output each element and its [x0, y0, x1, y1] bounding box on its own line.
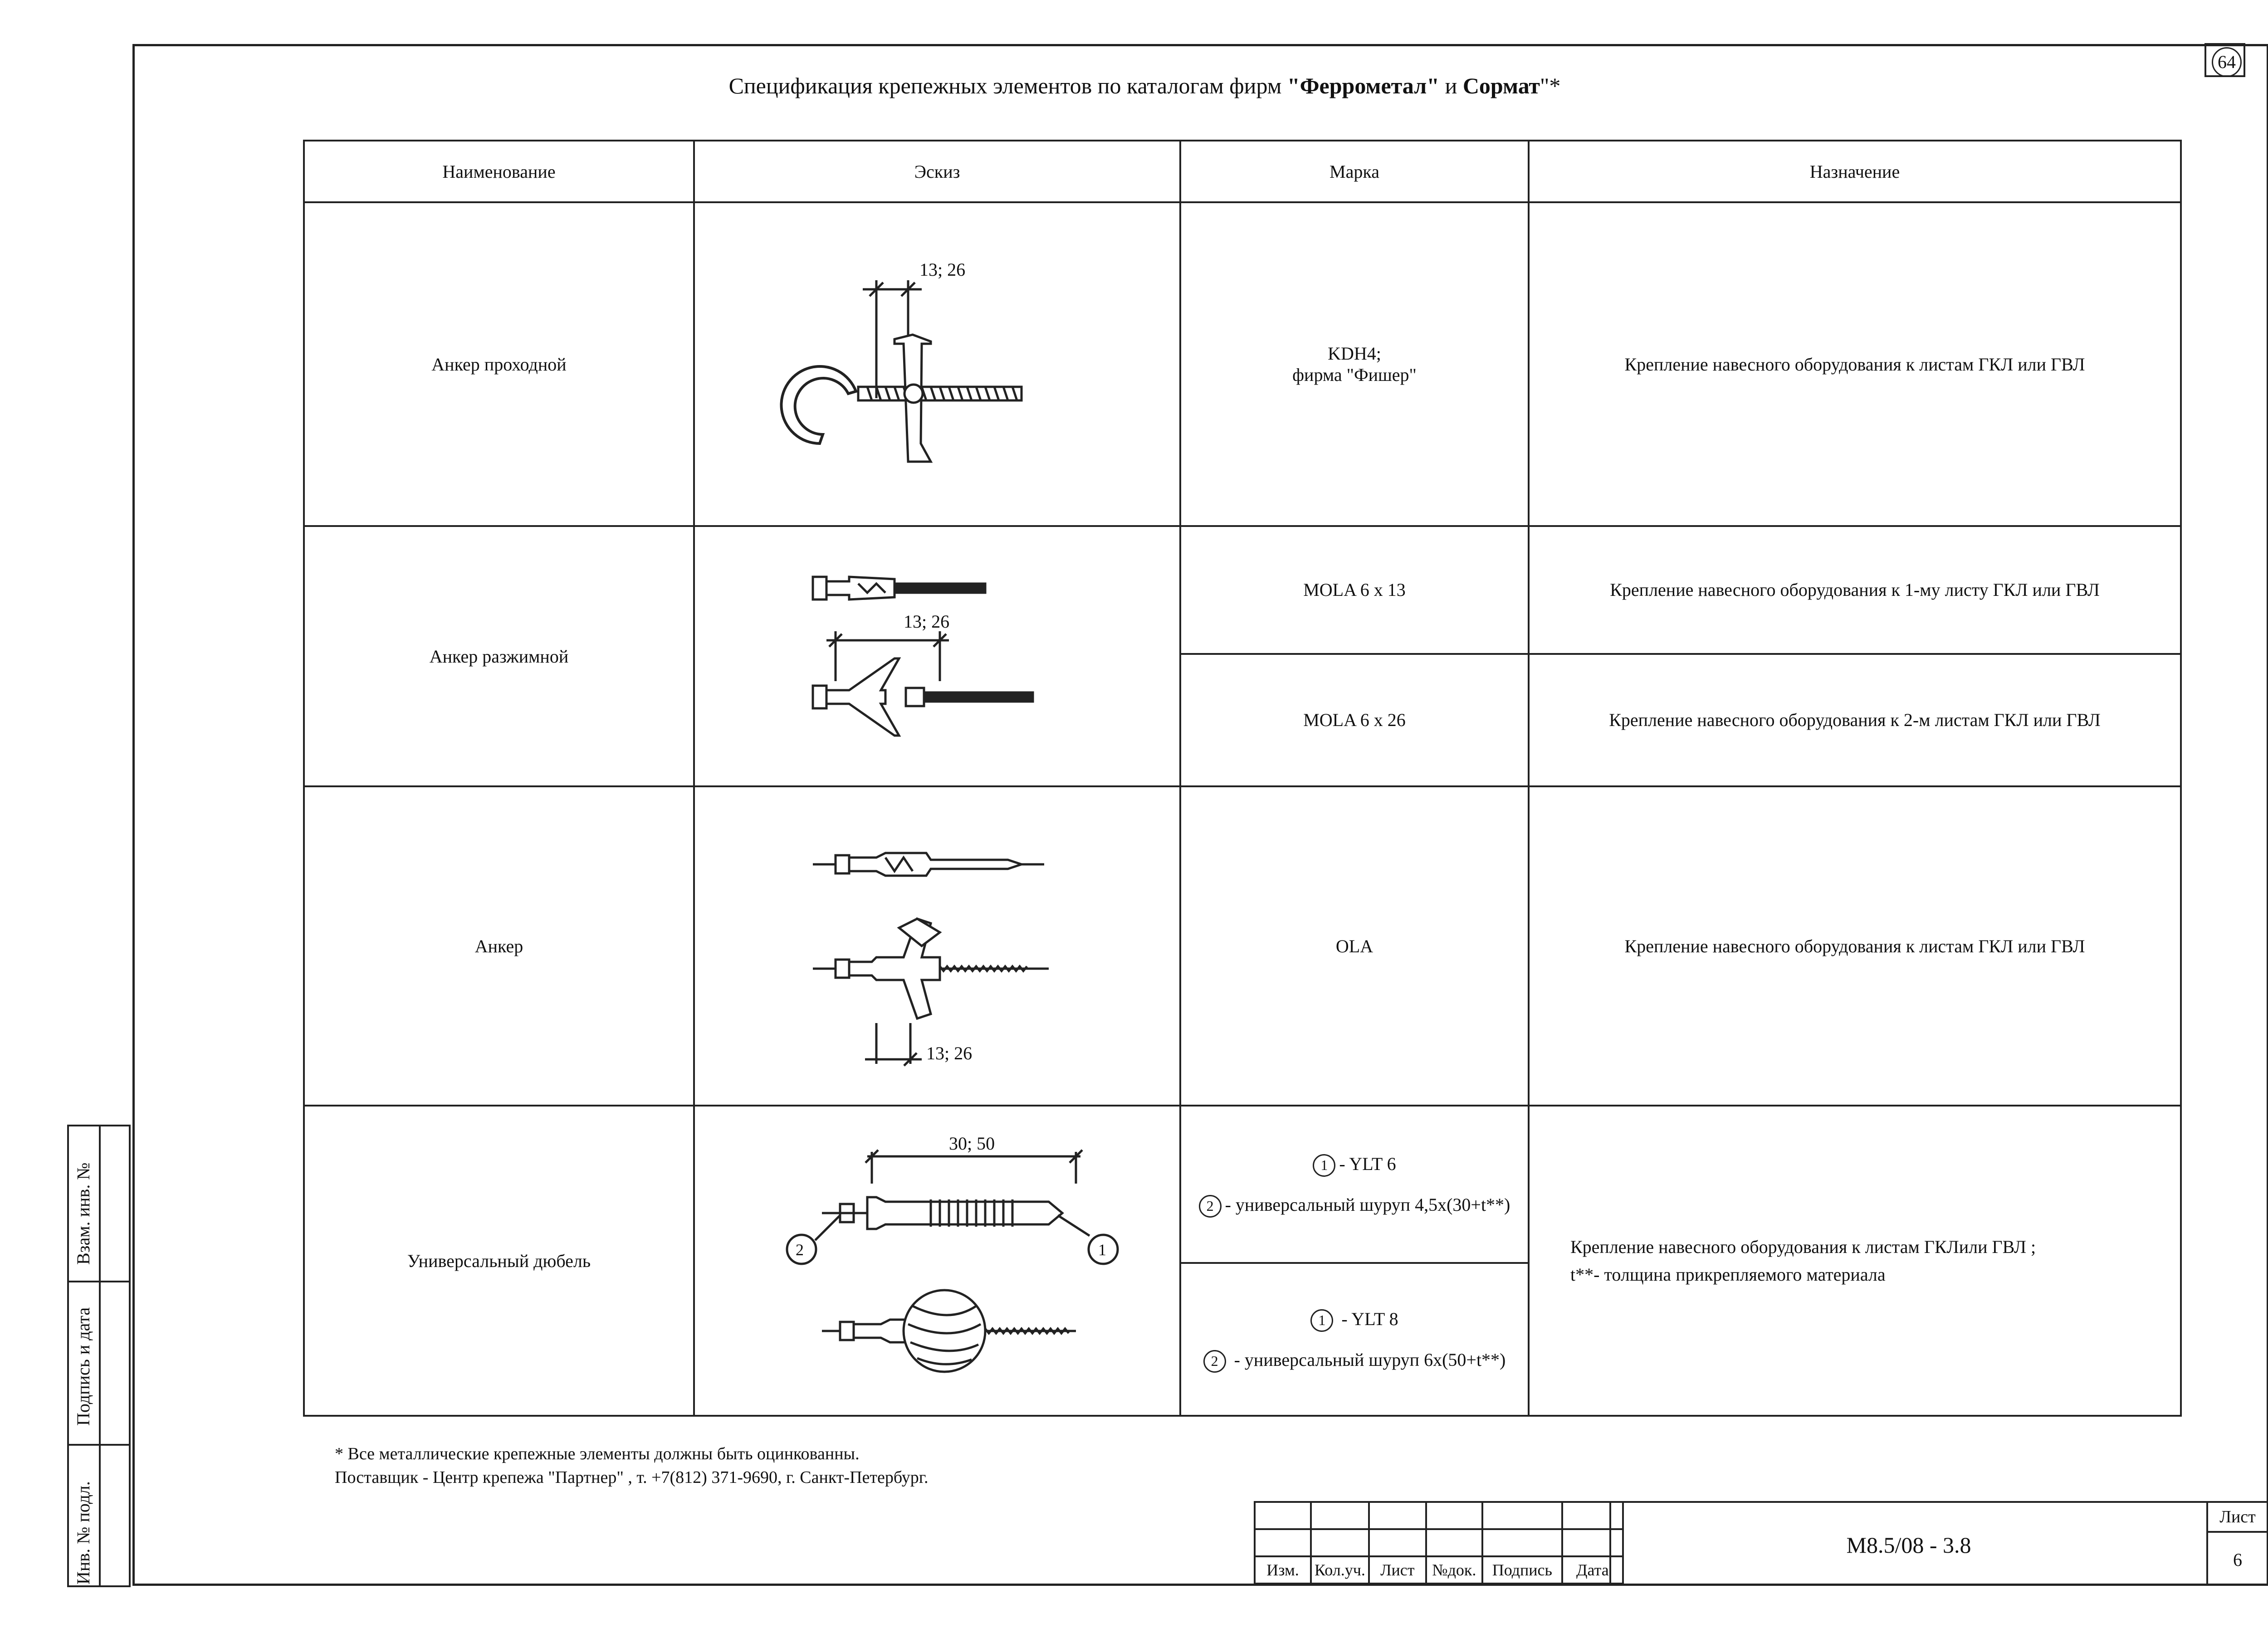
through-anchor-sketch: 13; 26: [780, 259, 1023, 463]
row2-name: Анкер разжимной: [303, 525, 695, 787]
drawing-frame: [132, 44, 2268, 1586]
stamp-label-izm: Изм.: [1254, 1555, 1312, 1584]
row4-mark-b-line1: 1 - YLT 8: [1190, 1299, 1519, 1340]
header-purpose: Назначение: [1528, 140, 2182, 203]
header-row: Наименование Эскиз Марка Назначение: [303, 140, 2182, 203]
title-prefix: Спецификация крепежных элементов по ката…: [728, 73, 1287, 98]
table-row: Анкер 13; 26: [303, 785, 2182, 1106]
title-brand-ferrometal: "Феррометал": [1287, 73, 1440, 98]
row1-mark: KDH4; фирма "Фишер": [1179, 201, 1530, 527]
table-row: Универсальный дюбель: [303, 1104, 2182, 1417]
row2-sketch: 13; 26: [693, 525, 1181, 787]
footnote: * Все металлические крепежные элементы д…: [335, 1442, 929, 1489]
row1-name: Анкер проходной: [303, 201, 695, 527]
page-title: Спецификация крепежных элементов по ката…: [0, 73, 2268, 99]
row1-dimension: 13; 26: [919, 259, 965, 280]
row4-mark-b-text1: - YLT 8: [1337, 1308, 1398, 1329]
document-code: М8.5/08 - 3.8: [1609, 1501, 2208, 1586]
row2-purpose-a: Крепление навесного оборудования к 1-му …: [1528, 525, 2182, 655]
footnote-line1: * Все металлические крепежные элементы д…: [335, 1444, 860, 1463]
table-row: Анкер проходной 13; 26 KDH4;: [303, 201, 2182, 527]
row1-sketch: 13; 26: [693, 201, 1181, 527]
side-label-vzam-inv: Взам. инв. №: [73, 1162, 93, 1265]
stamp-label-kol-uch: Кол.уч.: [1310, 1555, 1370, 1584]
universal-dowel-sketch: 30; 50 2 1: [786, 1133, 1119, 1373]
anchor-sketch: 13; 26: [813, 852, 1049, 1067]
header-name: Наименование: [303, 140, 695, 203]
stamp-label-list: Лист: [1368, 1555, 1427, 1584]
title-mid: и: [1439, 73, 1463, 98]
expansion-anchor-sketch: 13; 26: [811, 575, 1034, 737]
stamp-label-ndok: №док.: [1425, 1555, 1483, 1584]
table-row: MOLA 6 x 26 Крепление навесного оборудов…: [304, 653, 2182, 788]
row2-mark-a: MOLA 6 x 13: [1179, 525, 1530, 655]
sheet-circle-number: 64: [2212, 47, 2242, 77]
footnote-line2: Поставщик - Центр крепежа "Партнер" , т.…: [335, 1468, 929, 1487]
row1-purpose: Крепление навесного оборудования к листа…: [1528, 201, 2182, 527]
callout-2-icon: 2: [1203, 1350, 1226, 1373]
row1-mark-line2: фирма "Фишер": [1292, 365, 1417, 385]
row4-mark-b-text2: - универсальный шуруп 6x(50+t**): [1229, 1349, 1506, 1370]
sheet-box: Лист 6: [2206, 1501, 2268, 1586]
row4-sketch: 30; 50 2 1: [693, 1105, 1181, 1417]
row3-sketch: 13; 26: [693, 785, 1181, 1106]
title-suffix: "*: [1540, 73, 1561, 98]
header-sketch: Эскиз: [693, 140, 1181, 203]
row2-mark-b: MOLA 6 x 26: [1179, 653, 1530, 788]
side-divider: [69, 1281, 131, 1282]
sheet-label: Лист: [2208, 1503, 2267, 1533]
row3-purpose: Крепление навесного оборудования к листа…: [1528, 785, 2182, 1106]
row4-mark-a-text2: - универсальный шуруп 4,5x(30+t**): [1225, 1194, 1510, 1215]
stamp-label-data: Дата: [1561, 1555, 1624, 1584]
row4-callout-2: 2: [796, 1241, 804, 1259]
row4-mark-a-text1: - YLT 6: [1339, 1153, 1396, 1174]
sheet-circle-box: 64: [2204, 43, 2245, 77]
row4-mark-a: 1- YLT 6 2- универсальный шуруп 4,5x(30+…: [1179, 1104, 1530, 1264]
side-label-signature-date: Подпись и дата: [73, 1307, 93, 1426]
row3-mark: OLA: [1179, 785, 1530, 1106]
table-row: 1 - YLT 8 2 - универсальный шуруп 6x(50+…: [304, 1262, 2181, 1417]
callout-2-icon: 2: [1198, 1195, 1222, 1218]
row4-mark-b-line2: 2 - универсальный шуруп 6x(50+t**): [1190, 1340, 1519, 1380]
title-block-stamp: Изм. Кол.уч. Лист №док. Подпись Дата: [1254, 1501, 1624, 1584]
callout-1-icon: 1: [1313, 1154, 1336, 1177]
row4-dimension: 30; 50: [949, 1133, 995, 1154]
side-stamp-label-column: [69, 1126, 101, 1585]
row4-name: Универсальный дюбель: [303, 1105, 695, 1417]
stamp-label-podpis: Подпись: [1481, 1555, 1563, 1584]
side-label-inv-podl: Инв. № подл.: [73, 1481, 93, 1584]
callout-1-icon: 1: [1310, 1309, 1334, 1332]
row4-callout-1: 1: [1098, 1241, 1106, 1259]
table-row: Анкер разжимной 13;: [303, 525, 2182, 787]
row4-mark-b: 1 - YLT 8 2 - универсальный шуруп 6x(50+…: [1179, 1262, 1530, 1417]
row2-dimension: 13; 26: [904, 611, 949, 632]
row1-mark-line1: KDH4;: [1328, 343, 1381, 364]
row4-purpose-line1: Крепление навесного оборудования к листа…: [1570, 1237, 2036, 1257]
spec-table: Наименование Эскиз Марка Назначение Анке…: [303, 140, 2182, 1417]
row4-purpose: Крепление навесного оборудования к листа…: [1528, 1105, 2182, 1417]
title-brand-sormat: Сормат: [1462, 73, 1540, 98]
side-divider: [69, 1444, 131, 1446]
row3-name: Анкер: [303, 785, 695, 1106]
row4-mark-a-line1: 1- YLT 6: [1190, 1144, 1519, 1184]
row4-purpose-line2: t**- толщина прикрепляемого материала: [1570, 1264, 1886, 1285]
row2-purpose-b: Крепление навесного оборудования к 2-м л…: [1528, 653, 2182, 788]
row3-dimension: 13; 26: [926, 1043, 972, 1063]
sheet-number: 6: [2233, 1550, 2242, 1570]
row4-mark-a-line2: 2- универсальный шуруп 4,5x(30+t**): [1190, 1184, 1519, 1225]
header-mark: Марка: [1179, 140, 1530, 203]
side-stamp: Инв. № подл. Подпись и дата Взам. инв. №: [67, 1125, 131, 1587]
